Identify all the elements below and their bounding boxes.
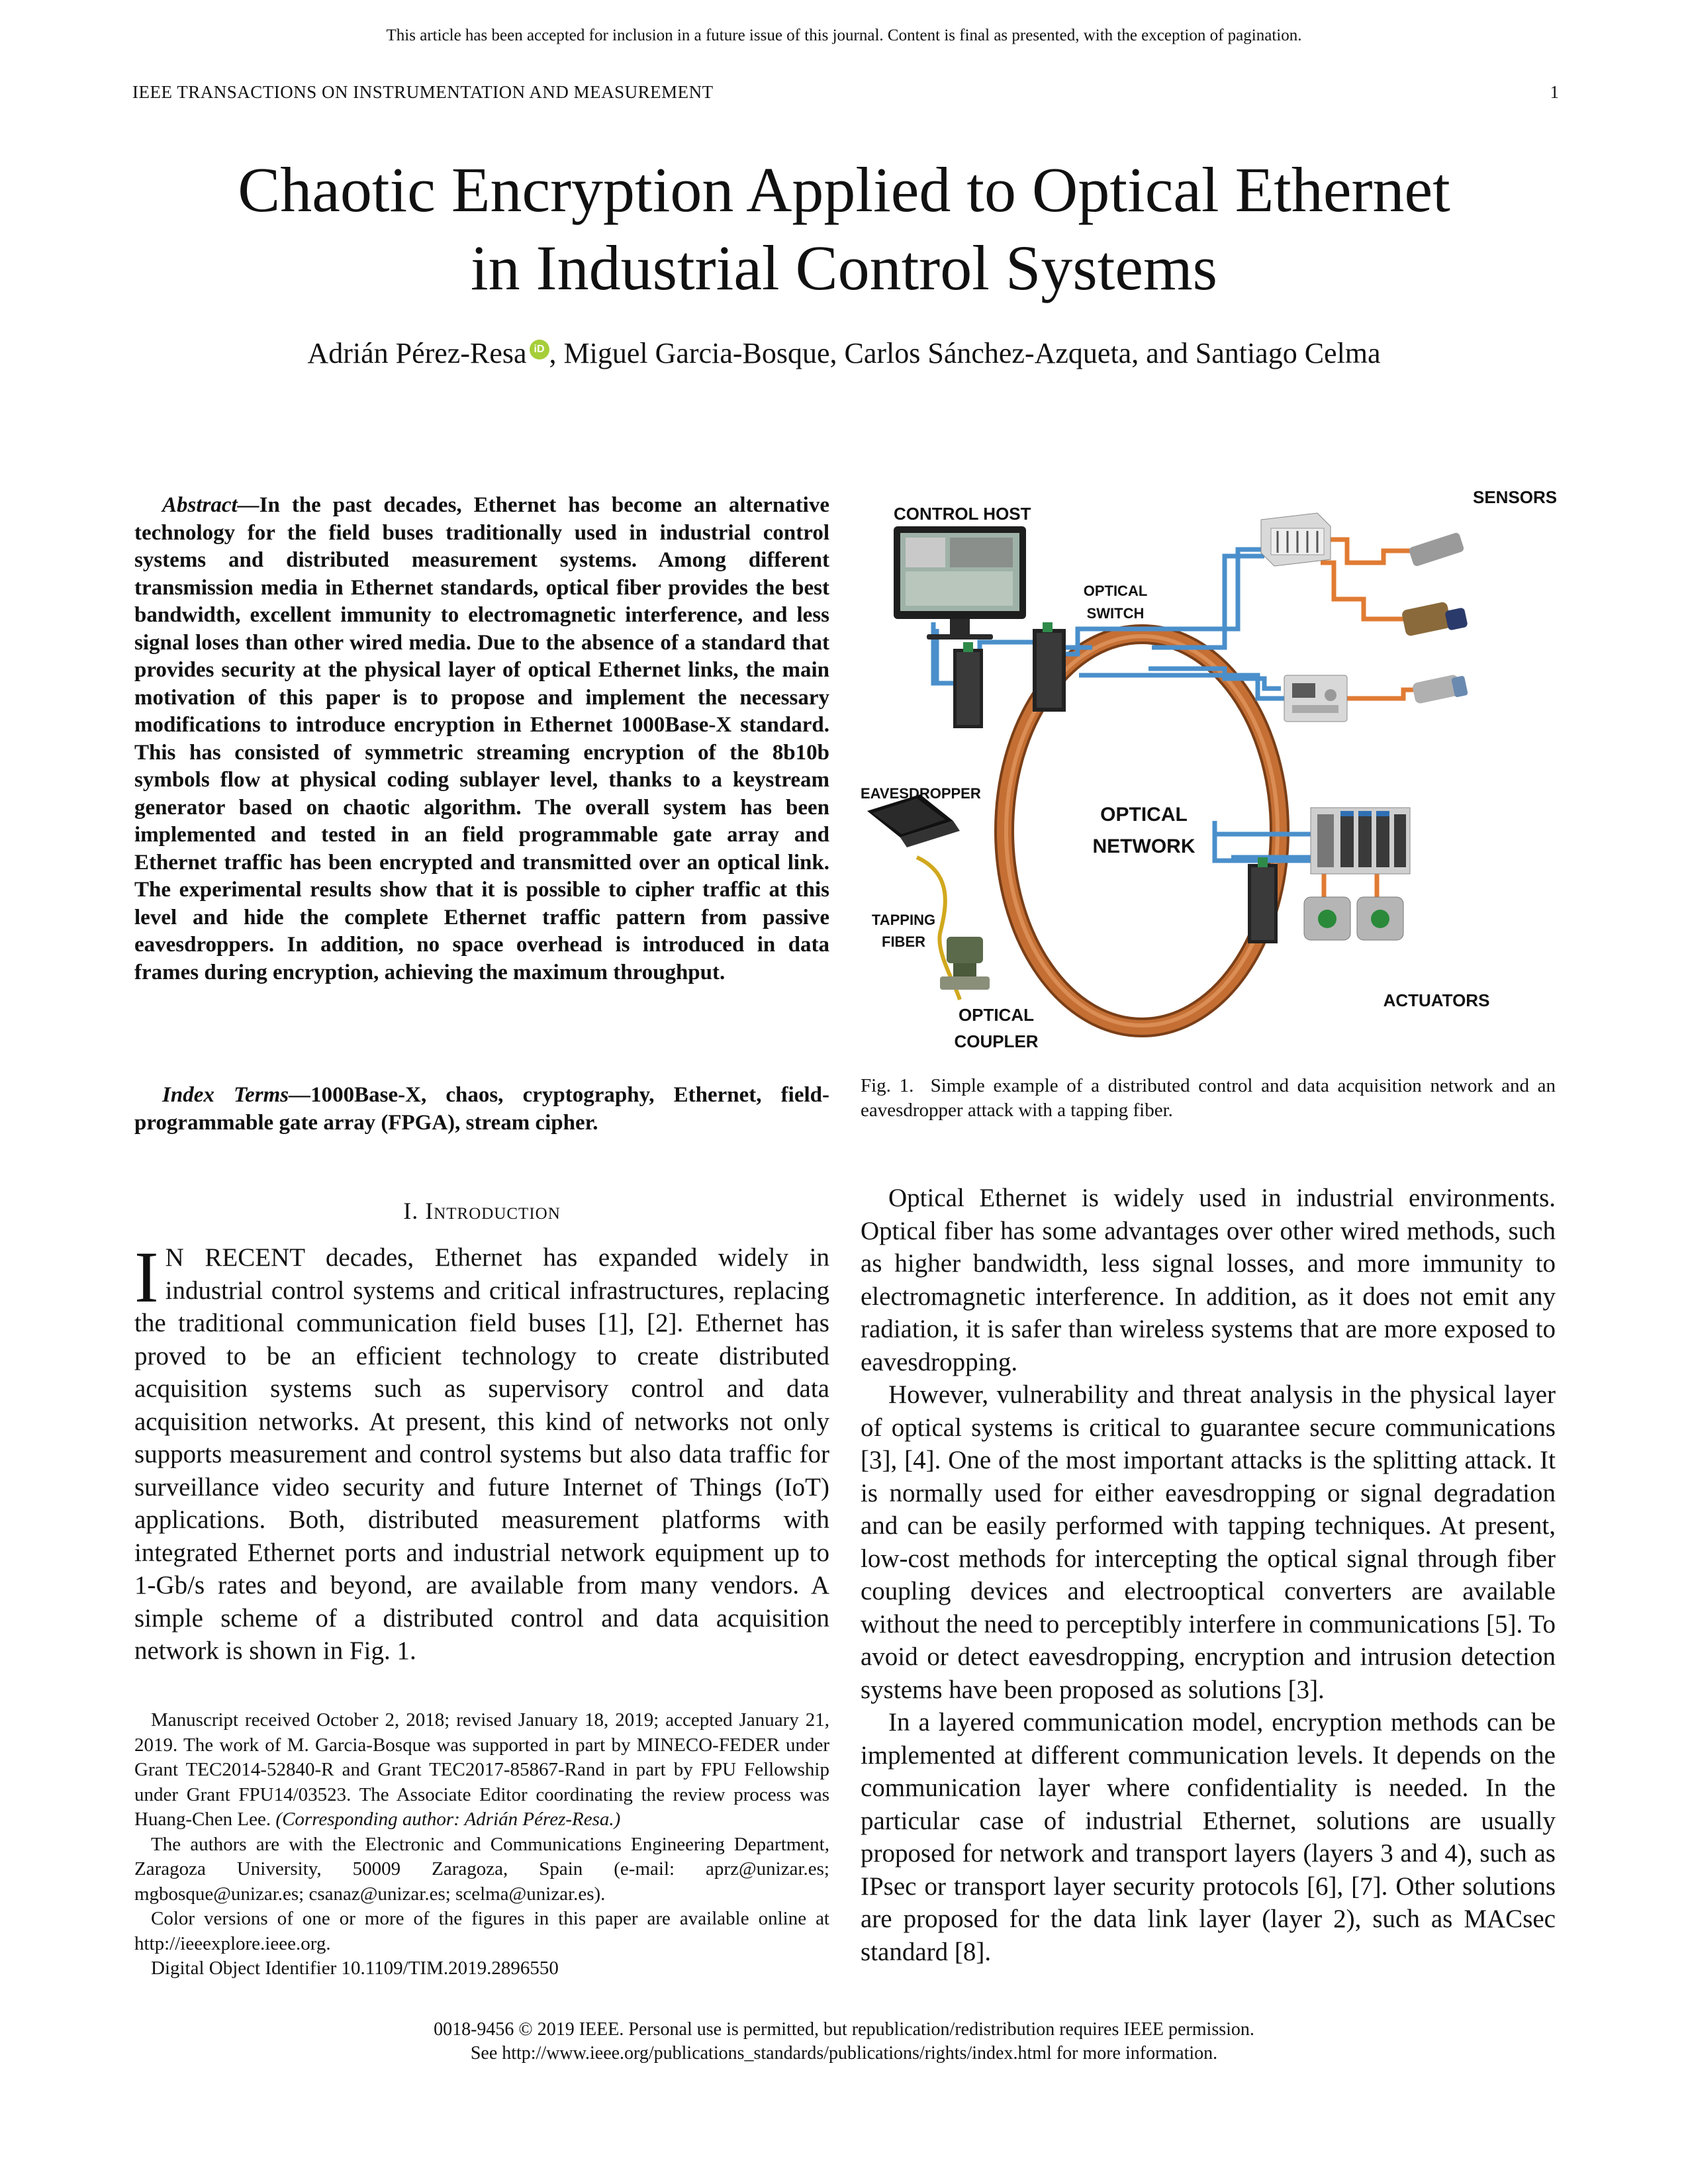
optical-switch-left — [953, 642, 983, 728]
label-optical-network-1: OPTICAL — [1100, 804, 1188, 826]
label-control-host: CONTROL HOST — [894, 504, 1031, 524]
abstract: Abstract—In the past decades, Ethernet h… — [134, 492, 829, 986]
optical-switch-bottom-right — [1248, 857, 1278, 943]
acquisition-chassis-icon — [1260, 512, 1331, 567]
footnotes: Manuscript received October 2, 2018; rev… — [134, 1708, 829, 1981]
intro-paragraph-2: Optical Ethernet is widely used in indus… — [861, 1184, 1556, 1376]
sensor-links — [1321, 537, 1413, 900]
label-sensors: SENSORS — [1473, 487, 1557, 507]
rights-line: See http://www.ieee.org/publications_sta… — [470, 2043, 1218, 2064]
page-number: 1 — [1550, 82, 1560, 102]
first-author: Adrián Pérez-Resa — [307, 337, 527, 369]
plc-rack-icon — [1310, 807, 1411, 875]
index-terms-label: Index Terms— — [162, 1083, 311, 1107]
intro-right-column: Optical Ethernet is widely used in indus… — [861, 1182, 1556, 1968]
label-optical-network-2: NETWORK — [1093, 835, 1196, 857]
actuator-pump-1 — [1303, 896, 1351, 941]
signal-generator-icon — [1284, 675, 1348, 722]
figure-network-diagram: CONTROL HOST SENSORS OPTICAL SWITCH EAVE… — [861, 487, 1557, 1051]
intro-first-word: N RECENT — [165, 1243, 305, 1272]
label-optical-switch-1: OPTICAL — [1084, 583, 1148, 599]
abstract-label: Abstract— — [162, 493, 259, 517]
drop-cap: I — [134, 1237, 159, 1317]
index-terms-text: 1000Base-X, chaos, cryptography, Etherne… — [134, 1083, 829, 1135]
label-actuators: ACTUATORS — [1383, 990, 1490, 1010]
link-opt-switch-generator — [1079, 673, 1284, 701]
copyright-footer: 0018-9456 © 2019 IEEE. Personal use is p… — [0, 2018, 1688, 2065]
figure-caption: Fig. 1. Simple example of a distributed … — [861, 1074, 1556, 1123]
label-eavesdropper: EAVESDROPPER — [861, 785, 981, 802]
actuator-pump-2 — [1356, 896, 1404, 941]
title-line-1: Chaotic Encryption Applied to Optical Et… — [238, 154, 1450, 225]
optical-switch-top — [1033, 622, 1066, 712]
other-authors: , Miguel Garcia-Bosque, Carlos Sánchez-A… — [549, 337, 1381, 369]
control-host-monitor — [894, 526, 1026, 640]
paper-title: Chaotic Encryption Applied to Optical Et… — [99, 151, 1589, 307]
orcid-icon[interactable]: iD — [529, 340, 549, 360]
received-text: Manuscript received October 2, 2018; rev… — [134, 1709, 829, 1830]
footnote-received: Manuscript received October 2, 2018; rev… — [134, 1708, 829, 1832]
label-optical-coupler-1: OPTICAL — [959, 1005, 1034, 1025]
label-tapping-fiber-2: FIBER — [882, 933, 925, 950]
optical-coupler-icon — [940, 937, 990, 990]
section-title: Introduction — [425, 1198, 561, 1224]
copyright-line: 0018-9456 © 2019 IEEE. Personal use is p… — [434, 2019, 1254, 2040]
section-heading-introduction: I. Introduction — [134, 1197, 829, 1225]
intro-paragraph-3: However, vulnerability and threat analys… — [861, 1380, 1556, 1704]
label-optical-coupler-2: COUPLER — [954, 1031, 1038, 1051]
journal-name: IEEE TRANSACTIONS ON INSTRUMENTATION AND… — [132, 82, 714, 102]
sensor-icon-1 — [1409, 532, 1464, 567]
eavesdropper-laptop-icon — [867, 794, 960, 847]
intro-left-text: decades, Ethernet has expanded widely in… — [134, 1243, 830, 1665]
caption-label: Fig. 1. — [861, 1075, 914, 1096]
section-number: I. — [403, 1198, 419, 1224]
title-line-2: in Industrial Control Systems — [471, 232, 1217, 303]
index-terms: Index Terms—1000Base-X, chaos, cryptogra… — [134, 1082, 829, 1137]
sensor-icon-2 — [1402, 602, 1468, 636]
corresponding-author: (Corresponding author: Adrián Pérez-Resa… — [275, 1809, 621, 1830]
label-optical-switch-2: SWITCH — [1087, 605, 1145, 622]
acceptance-notice: This article has been accepted for inclu… — [386, 26, 1302, 44]
label-tapping-fiber-1: TAPPING — [872, 912, 935, 928]
intro-paragraph-4: In a layered communication model, encryp… — [861, 1708, 1556, 1966]
footnote-doi: Digital Object Identifier 10.1109/TIM.20… — [151, 1958, 559, 1979]
sensor-icon-3 — [1413, 675, 1468, 704]
caption-text: Simple example of a distributed control … — [861, 1075, 1556, 1121]
abstract-text: In the past decades, Ethernet has become… — [134, 493, 829, 984]
link-opt-switch-daq — [1066, 547, 1261, 657]
footnote-affiliation: The authors are with the Electronic and … — [134, 1833, 829, 1905]
footnote-color: Color versions of one or more of the fig… — [134, 1908, 829, 1954]
